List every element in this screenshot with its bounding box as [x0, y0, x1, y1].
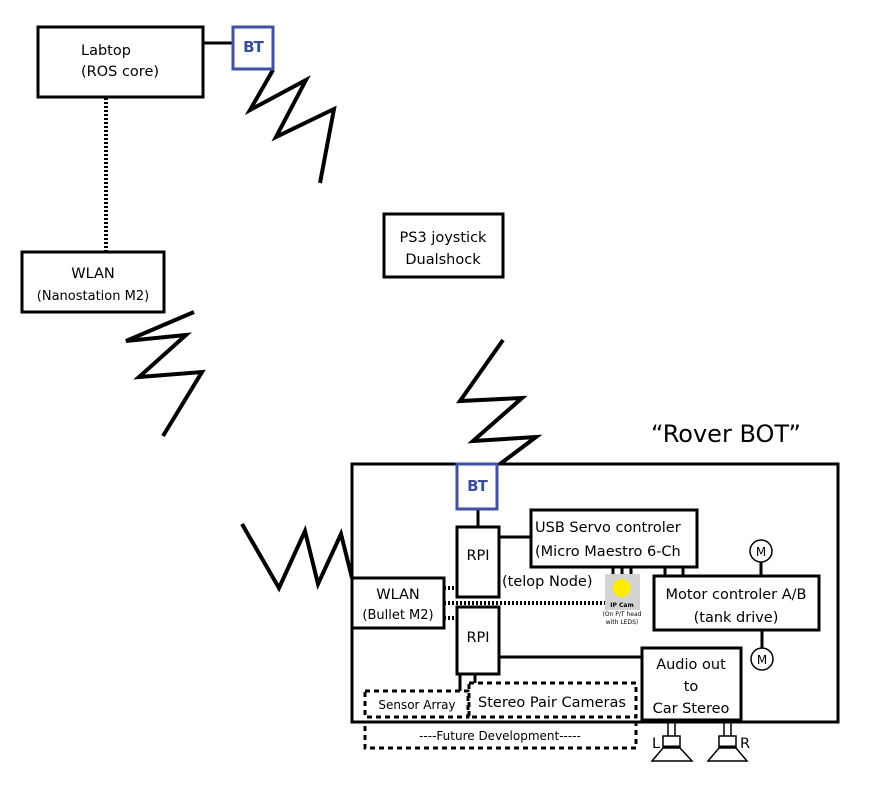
ip-cam-line1: IP Cam [610, 602, 633, 609]
future-development-label: ----Future Development----- [419, 729, 581, 743]
ip-cam-line2: (On P/T head [603, 611, 642, 618]
usb-servo-line1: USB Servo controler [535, 520, 681, 536]
sensor-array-node[interactable]: Sensor Array [363, 689, 470, 719]
motor-bottom-node[interactable]: M [750, 647, 774, 671]
wlan-bullet-node[interactable]: WLAN (Bullet M2) [350, 576, 446, 630]
sensor-array-label: Sensor Array [378, 698, 455, 712]
wlan-nanostation-node[interactable]: WLAN (Nanostation M2) [20, 250, 166, 314]
speaker-right-label: R [740, 736, 750, 752]
speaker-icon [706, 747, 749, 762]
ps3-label-line1: PS3 joystick [400, 230, 488, 246]
rpi-bottom-node[interactable]: RPI [455, 605, 501, 676]
motor-top-node[interactable]: M [749, 539, 773, 563]
stereo-cameras-label: Stereo Pair Cameras [478, 695, 626, 711]
wlan-nanostation-line2: (Nanostation M2) [37, 289, 149, 304]
labtop-node[interactable]: Labtop (ROS core) [36, 25, 205, 99]
rover-bot-title: “Rover BOT” [651, 420, 801, 448]
motor-controller-node[interactable]: Motor controler A/B (tank drive) [652, 574, 821, 632]
wireless-zigzag-bt-rover [456, 338, 543, 466]
ip-cam-line3: with LEDS) [606, 619, 639, 626]
telop-node-label: (telop Node) [502, 574, 592, 590]
rpi-bottom-label: RPI [466, 630, 489, 646]
motor-controller-line1: Motor controler A/B [665, 587, 806, 603]
speaker-left-label: L [652, 736, 660, 752]
speaker-icon [650, 747, 694, 762]
wireless-zigzag-bt-laptop [244, 69, 337, 184]
motor-icon: M [757, 653, 767, 667]
audio-out-node[interactable]: Audio out to Car Stereo [640, 646, 743, 722]
wlan-bullet-line1: WLAN [376, 587, 420, 603]
rpi-top-label: RPI [466, 548, 489, 564]
ps3-label-line2: Dualshock [405, 252, 481, 268]
wlan-nanostation-line1: WLAN [71, 266, 115, 282]
usb-servo-line2: (Micro Maestro 6-Ch [535, 544, 681, 560]
wireless-zigzag-nanostation [125, 310, 206, 438]
bluetooth-icon: BT [467, 477, 488, 495]
audio-line3: Car Stereo [653, 701, 730, 717]
speaker-right[interactable]: R [706, 722, 750, 762]
led-icon [613, 579, 631, 597]
usb-servo-node[interactable]: USB Servo controler (Micro Maestro 6-Ch [529, 508, 699, 569]
labtop-label-line1: Labtop [81, 43, 131, 59]
stereo-cameras-node[interactable]: Stereo Pair Cameras [467, 681, 638, 719]
speaker-left[interactable]: L [650, 722, 694, 762]
audio-line1: Audio out [656, 657, 726, 673]
labtop-label-line2: (ROS core) [81, 64, 159, 80]
bluetooth-icon: BT [243, 38, 264, 56]
motor-controller-line2: (tank drive) [694, 610, 779, 626]
audio-line2: to [684, 679, 699, 695]
ps3-joystick-node[interactable]: PS3 joystick Dualshock [382, 212, 505, 279]
bt-rover-node[interactable]: BT [455, 462, 499, 511]
wireless-zigzag-bullet [240, 522, 354, 593]
rpi-top-node[interactable]: RPI [455, 525, 501, 599]
ip-cam-node[interactable]: IP Cam (On P/T head with LEDS) [603, 574, 642, 626]
motor-icon: M [756, 545, 766, 559]
future-development-node: ----Future Development----- [363, 720, 638, 750]
bt-laptop-node[interactable]: BT [231, 25, 275, 71]
wlan-bullet-line2: (Bullet M2) [362, 608, 433, 623]
